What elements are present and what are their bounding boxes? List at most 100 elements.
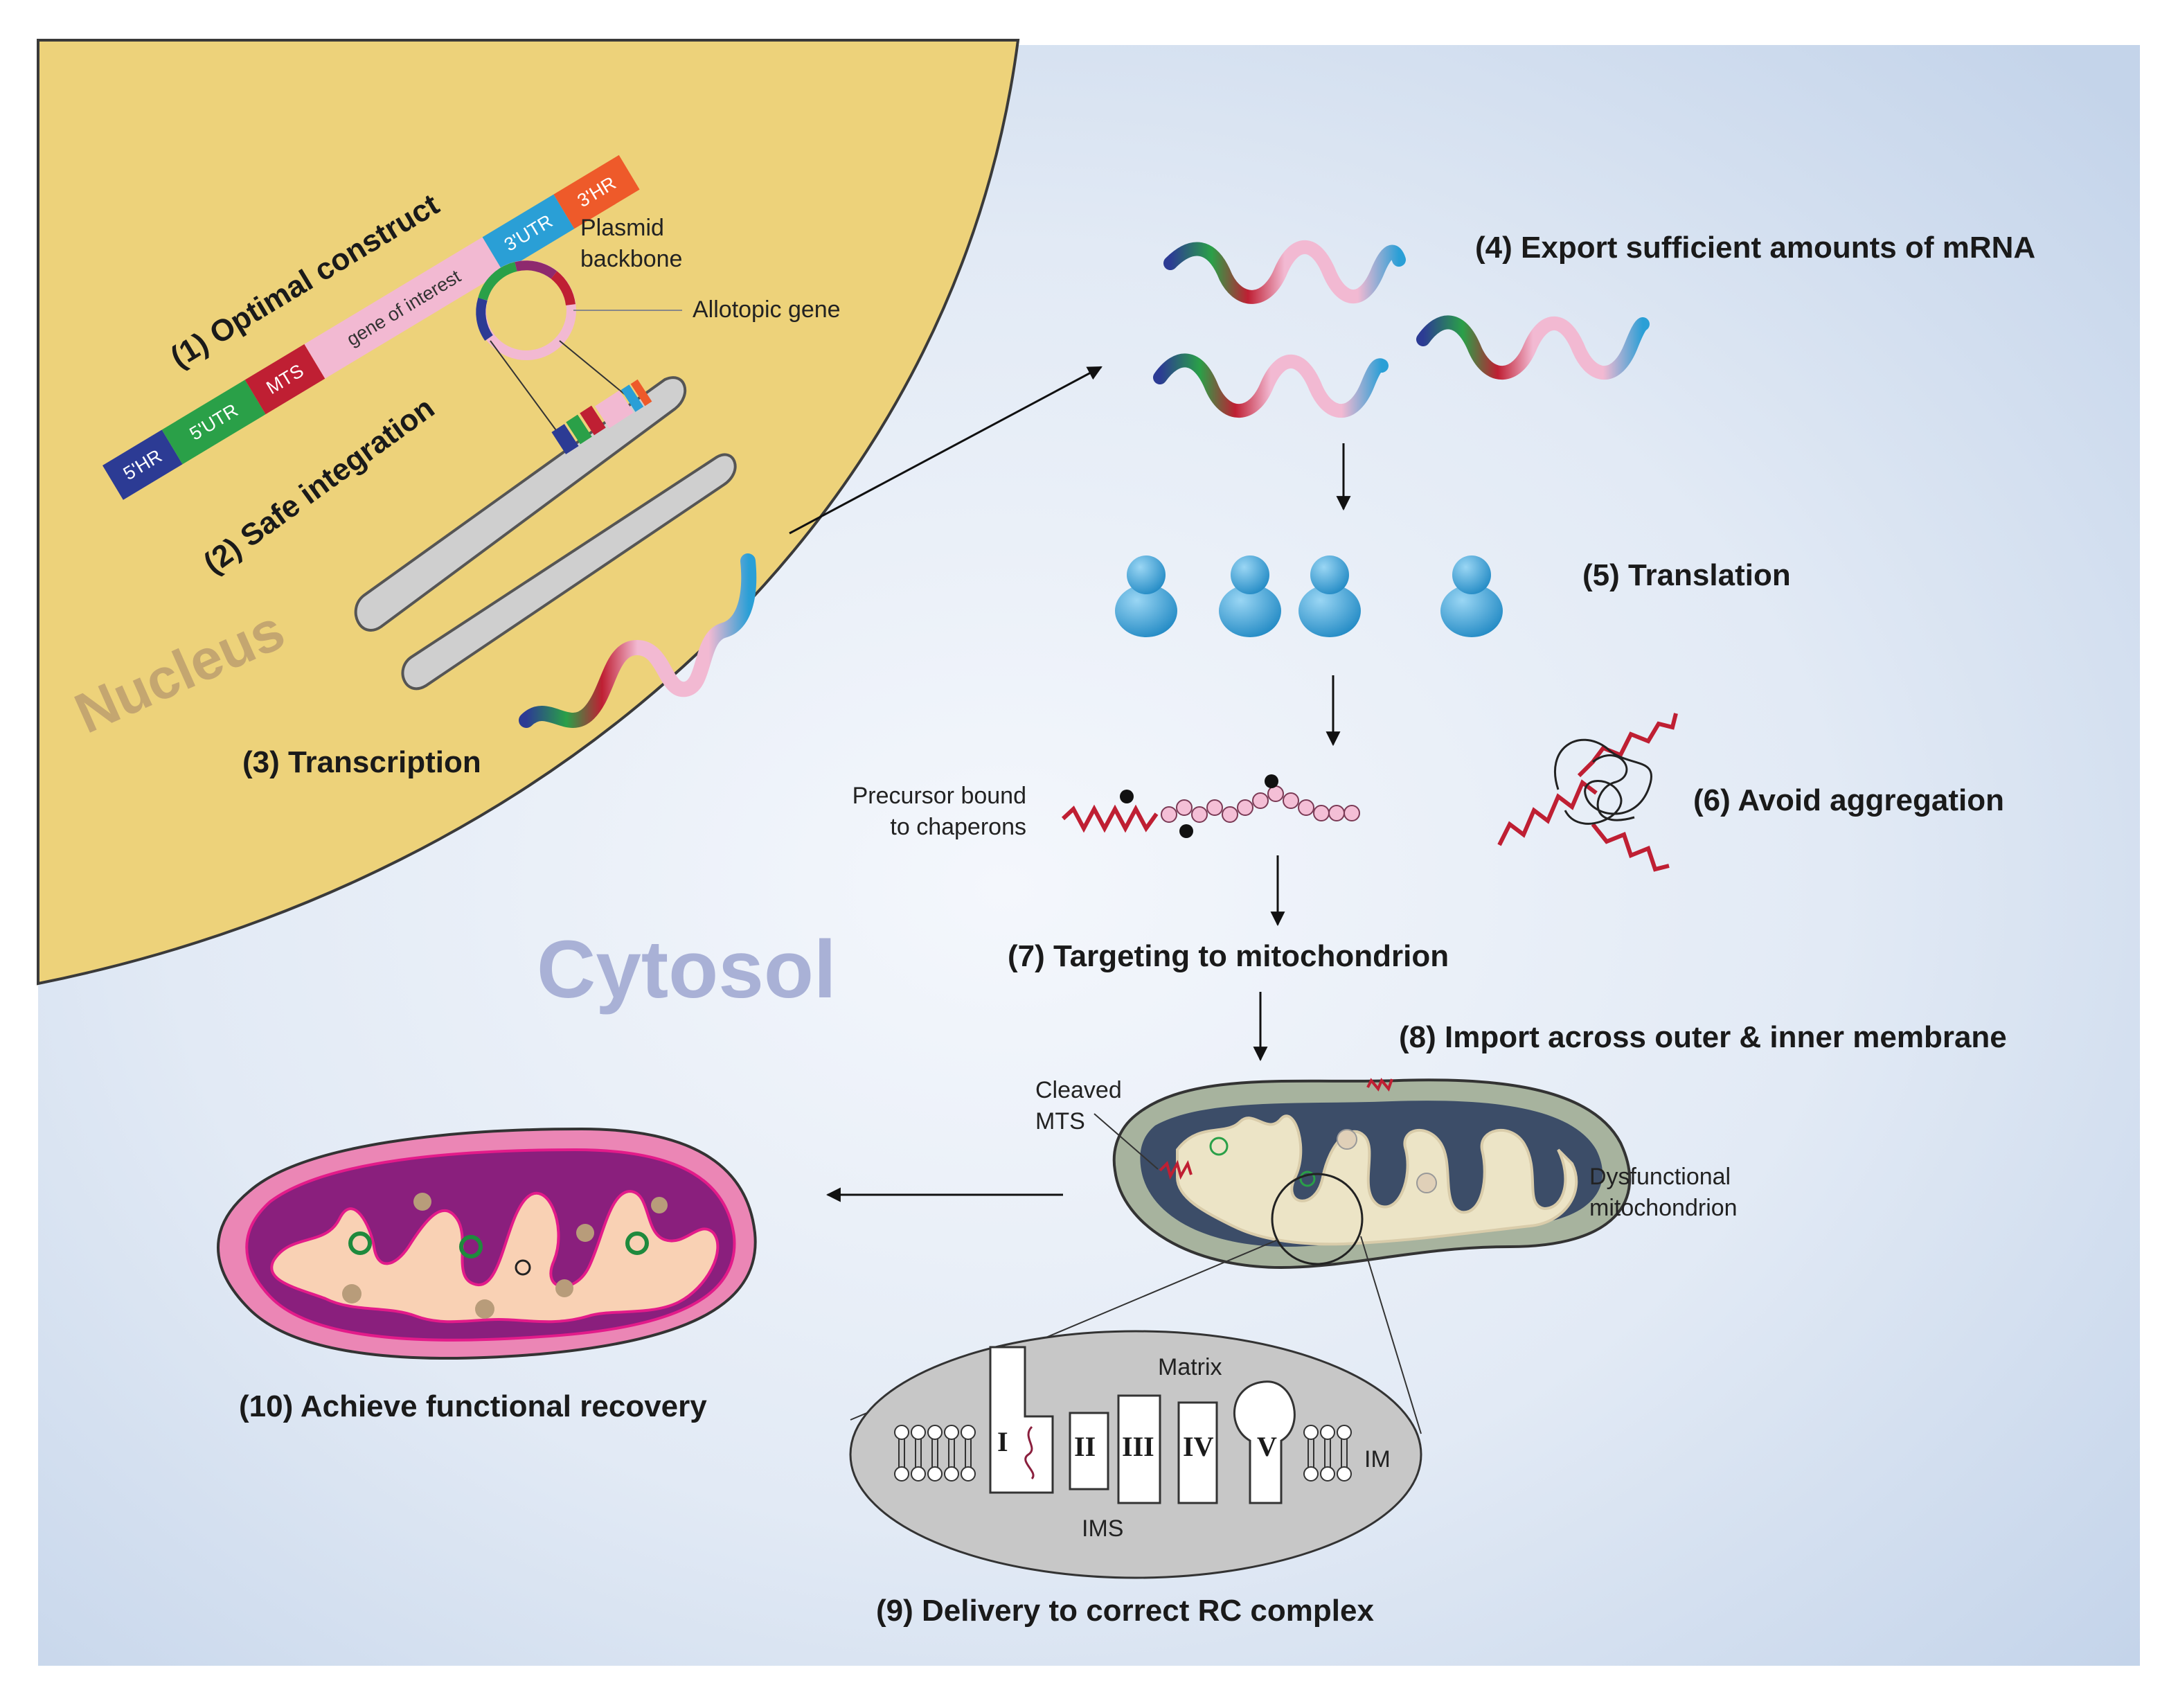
bead	[1267, 785, 1284, 802]
chromosome	[354, 376, 737, 691]
functional-mitochondrion	[217, 1127, 757, 1360]
lipid-head	[911, 1466, 926, 1482]
dysfunctional-label-line1: Dysfunctional	[1589, 1164, 1731, 1190]
bead	[1252, 792, 1269, 809]
mrna-3	[1416, 315, 1650, 380]
complex-IV-shape	[1177, 1401, 1218, 1504]
chaperone	[1120, 790, 1134, 803]
complex-V-label: V	[1257, 1431, 1277, 1462]
cleaved-mts-label-line2: MTS	[1035, 1108, 1085, 1135]
lipid-head	[894, 1466, 909, 1482]
lipid-tail	[965, 1439, 972, 1467]
segment-3hr	[553, 154, 640, 229]
bead	[1176, 799, 1193, 816]
precursor-protein	[1061, 774, 1360, 838]
lipid-head	[927, 1425, 943, 1440]
cytosolic-mrna-group	[1153, 240, 1650, 418]
lipid-tail	[948, 1439, 955, 1467]
segment-mts	[244, 344, 325, 415]
step-5-label: (5) Translation	[1582, 558, 1791, 592]
dysfunctional-cristae	[1176, 1114, 1578, 1246]
lipid-tail	[915, 1439, 922, 1467]
lipid-head	[944, 1466, 959, 1482]
complex-II-shape	[1069, 1412, 1109, 1491]
ribosome-1	[1115, 555, 1177, 637]
ims-label: IMS	[1082, 1515, 1123, 1542]
bead	[1298, 799, 1314, 816]
chaperone	[1179, 824, 1193, 838]
lipid-head	[927, 1466, 943, 1482]
protein-aggregate	[1497, 713, 1678, 872]
ribosome-3	[1298, 555, 1361, 637]
step-8-label: (8) Import across outer & inner membrane	[1399, 1020, 2007, 1054]
ribosome-4	[1440, 555, 1503, 637]
dysfunctional-label-line2: mitochondrion	[1589, 1195, 1738, 1221]
bead	[1161, 806, 1177, 823]
complex-III-shape	[1117, 1394, 1161, 1504]
cleaved-mts-label-line1: Cleaved	[1035, 1077, 1122, 1103]
nuclear-mrna	[519, 553, 757, 728]
bead	[1344, 805, 1360, 821]
export-arrow	[789, 366, 1103, 535]
step-4-label: (4) Export sufficient amounts of mRNA	[1475, 231, 2035, 265]
plasmid	[476, 260, 682, 436]
allotopic-gene-label: Allotopic gene	[693, 296, 841, 323]
mrna-2	[1153, 353, 1389, 418]
segment-gene-of-interest	[304, 237, 503, 379]
step-6-label: (6) Avoid aggregation	[1693, 783, 2004, 817]
complex-II-label: II	[1074, 1431, 1096, 1462]
chaperone	[1265, 774, 1278, 788]
matrix-label: Matrix	[1158, 1354, 1222, 1380]
healthy-cristae	[270, 1189, 720, 1324]
amino-acid-beads	[1161, 785, 1360, 823]
complex-V-shape	[1233, 1380, 1296, 1504]
lipid-head	[1337, 1466, 1352, 1482]
lipid-tail	[1341, 1439, 1348, 1467]
segment-5hr	[102, 429, 183, 500]
bead	[1206, 799, 1223, 816]
bead	[1283, 792, 1299, 809]
complex-IV-label: IV	[1183, 1431, 1214, 1462]
plasmid-label-line1: Plasmid	[580, 215, 664, 241]
segment-5utr	[161, 380, 266, 465]
bead	[1328, 805, 1345, 821]
im-label: IM	[1364, 1446, 1391, 1473]
lipid-head	[961, 1425, 976, 1440]
plasmid-label-line2: backbone	[580, 246, 682, 272]
lipid-tail	[1307, 1439, 1314, 1467]
lipid-bilayer-left	[894, 1425, 976, 1482]
lipid-head	[1337, 1425, 1352, 1440]
complex-I-shape	[989, 1346, 1054, 1494]
cytosol-label: Cytosol	[537, 924, 837, 1015]
step-7-label: (7) Targeting to mitochondrion	[1008, 939, 1449, 973]
lipid-head	[944, 1425, 959, 1440]
respiratory-chain-inset: I II III IV V Matrix IMS IM	[849, 1330, 1422, 1579]
lipid-head	[911, 1425, 926, 1440]
lipid-head	[1303, 1425, 1319, 1440]
bead	[1313, 805, 1330, 821]
complex-I-label: I	[997, 1426, 1008, 1457]
mrna-1	[1163, 240, 1406, 304]
step-10-label: (10) Achieve functional recovery	[239, 1389, 707, 1423]
precursor-label-line2: to chaperons	[890, 814, 1026, 840]
step-3-label: (3) Transcription	[242, 745, 481, 779]
lipid-head	[894, 1425, 909, 1440]
magnifier-circle	[1271, 1173, 1364, 1265]
bead	[1237, 799, 1253, 816]
lipid-head	[961, 1466, 976, 1482]
bead	[1222, 806, 1238, 823]
translation-polysome	[1069, 555, 1535, 637]
lipid-head	[1303, 1466, 1319, 1482]
complex-III-label: III	[1122, 1431, 1154, 1462]
lipid-head	[1320, 1466, 1335, 1482]
segment-3utr	[482, 194, 575, 272]
lipid-tail	[898, 1439, 905, 1467]
ribosome-2	[1219, 555, 1281, 637]
mts-presequence	[1061, 804, 1159, 833]
precursor-label-line1: Precursor bound	[853, 783, 1026, 809]
dysfunctional-mitochondrion	[850, 1078, 1632, 1434]
lipid-tail	[1324, 1439, 1331, 1467]
lipid-bilayer-right	[1303, 1425, 1352, 1482]
